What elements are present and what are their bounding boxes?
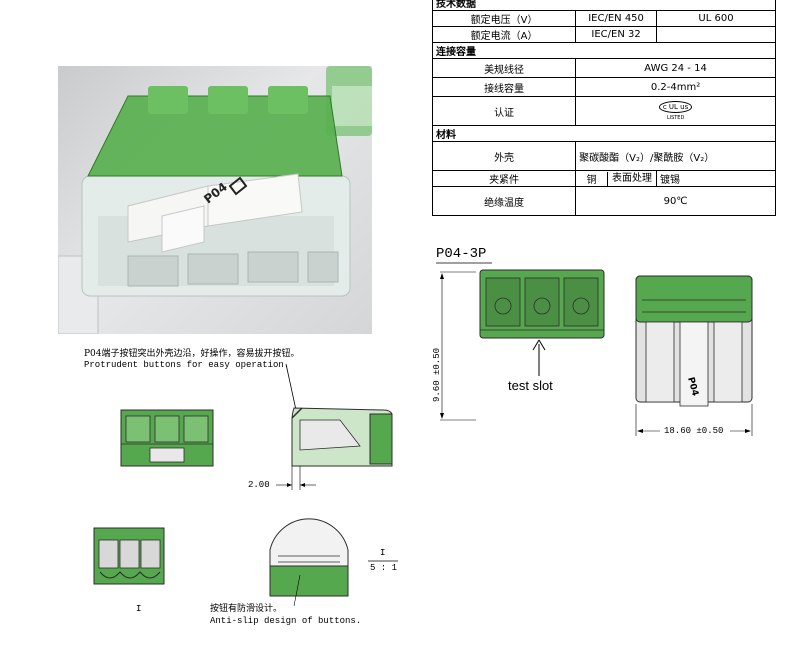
top-view-3p-drawing: [479, 269, 605, 339]
ul-mark: c UL us LISTED: [575, 96, 776, 126]
bottom-view-drawing: [93, 527, 165, 585]
drawing-logo-mark: P04: [685, 376, 700, 397]
antislip-note-cn: 按钮有防滑设计。: [210, 604, 283, 614]
spec-table: 技术数据 额定电压（V） IEC/EN 450 UL 600 额定电流（A） I…: [431, 0, 776, 216]
insulation-temp-label: 绝缘温度: [431, 186, 577, 216]
insulation-temp-value: 90℃: [575, 186, 776, 216]
connector-photo-illustration: P04: [58, 66, 372, 334]
button-protrusion-dim: 2.00: [248, 480, 270, 490]
detail-view-drawing: [269, 518, 349, 607]
housing-label: 外壳: [431, 141, 577, 171]
scale-top: I: [380, 548, 386, 558]
model-title: P04-3P: [436, 246, 487, 262]
button-note-en: Protrudent buttons for easy operation.: [84, 360, 290, 370]
button-leader-line: [285, 363, 297, 411]
ul-mark-sub: LISTED: [666, 114, 685, 121]
test-slot-label: test slot: [508, 378, 553, 393]
clamp-material: 铜: [586, 175, 597, 186]
button-note-cn: P04端子按钮突出外壳边沿，好操作，容易拔开按钮。: [84, 349, 300, 359]
height-dimension: 9.60 ±0.50: [432, 347, 442, 402]
scale-bottom: 5 : 1: [370, 563, 398, 573]
front-view-3p-drawing: P04: [635, 275, 753, 407]
side-view-drawing: [276, 407, 393, 490]
antislip-note-en: Anti-slip design of buttons.: [210, 616, 362, 626]
bottom-view-label: I: [136, 604, 142, 614]
front-view-drawing: [120, 409, 214, 467]
width-dimension: 18.60 ±0.50: [664, 426, 724, 436]
clamp-treatment-label: 表面处理: [607, 171, 656, 186]
housing-value: 聚碳酸酯（V₂）/聚酰胺（V₂）: [575, 141, 776, 171]
product-photo: P04: [58, 66, 372, 334]
